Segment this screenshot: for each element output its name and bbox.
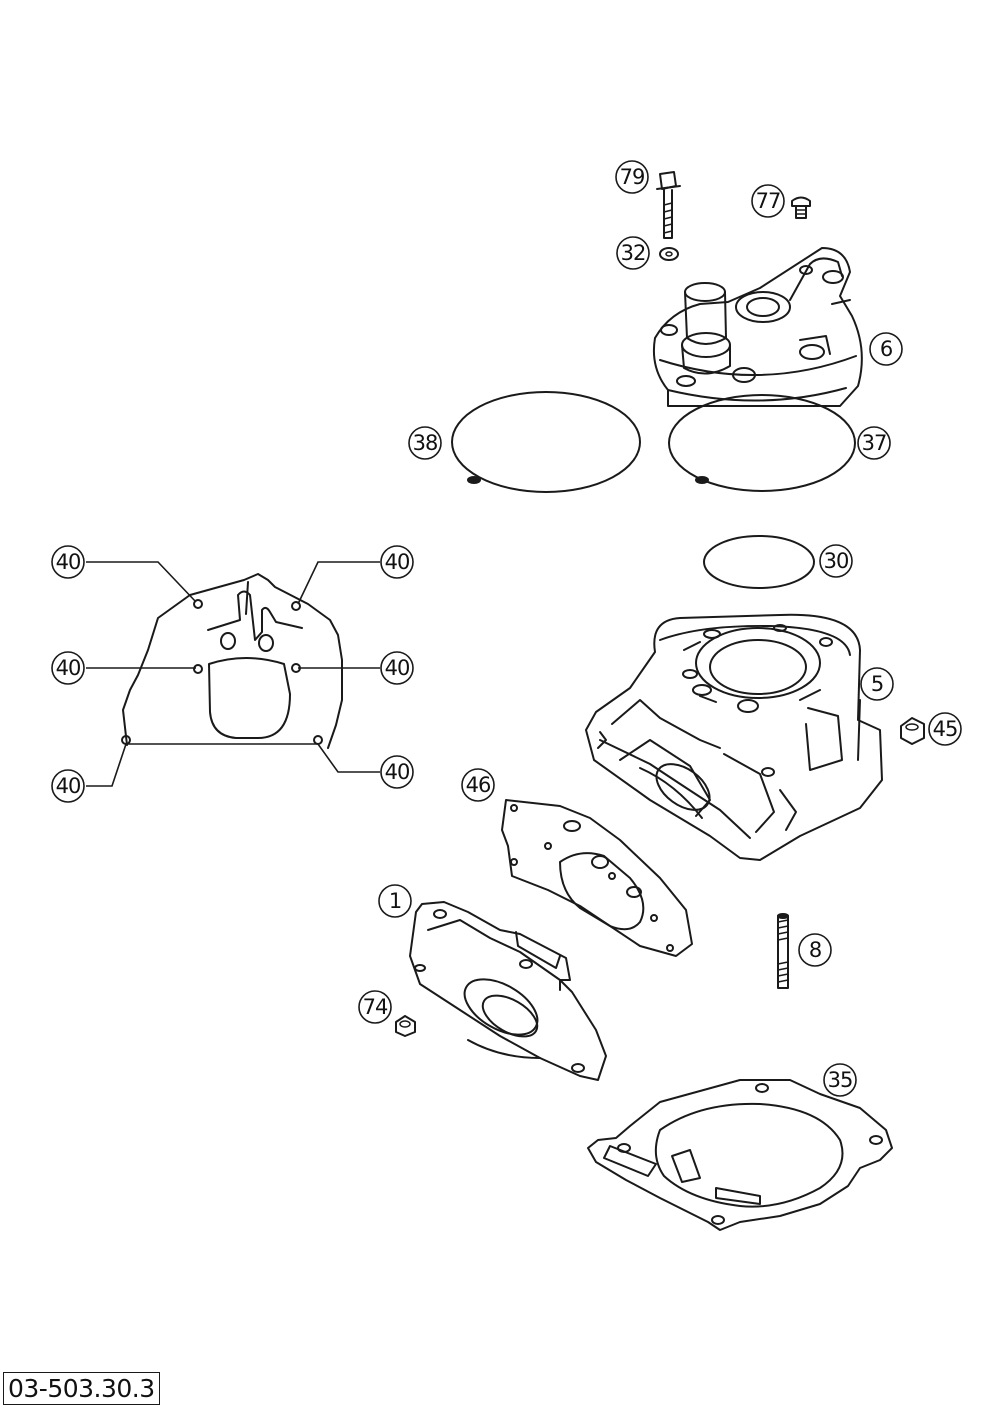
svg-text:40: 40 [385, 656, 410, 680]
svg-text:40: 40 [56, 656, 81, 680]
svg-text:8: 8 [809, 938, 821, 962]
diagram-code-label: 03-503.30.3 [3, 1372, 160, 1405]
callout-79: 79 [615, 160, 649, 194]
part-stud-8 [777, 913, 789, 989]
callout-8: 8 [798, 933, 832, 967]
svg-text:79: 79 [620, 165, 645, 189]
part-o-ring-38 [451, 391, 641, 493]
callout-1: 1 [378, 884, 412, 918]
svg-text:45: 45 [933, 717, 958, 741]
part-base-gasket-35 [587, 1079, 893, 1231]
part-gasket-40 [121, 573, 343, 749]
svg-text:38: 38 [413, 431, 438, 455]
svg-text:40: 40 [56, 550, 81, 574]
part-o-ring-30 [703, 535, 815, 589]
callout-32: 32 [616, 236, 650, 270]
callout-45: 45 [928, 712, 962, 746]
callout-40-bottom-left: 40 [51, 769, 85, 803]
callout-30: 30 [819, 544, 853, 578]
svg-text:46: 46 [466, 773, 491, 797]
svg-text:6: 6 [880, 337, 893, 361]
svg-text:32: 32 [621, 241, 646, 265]
part-nut-45 [900, 717, 925, 745]
callout-40-mid-left: 40 [51, 651, 85, 685]
callout-40-mid-right: 40 [380, 651, 414, 685]
callout-77: 77 [751, 184, 785, 218]
svg-text:74: 74 [363, 995, 388, 1019]
part-screw-77 [791, 196, 811, 219]
callout-6: 6 [869, 332, 903, 366]
part-bolt-79 [656, 171, 681, 239]
part-nut-74 [395, 1015, 416, 1037]
part-intake-flange-1 [409, 901, 607, 1081]
callout-38: 38 [408, 426, 442, 460]
part-cylinder-5 [585, 613, 883, 861]
part-gasket-46 [501, 799, 693, 957]
callout-5: 5 [860, 667, 894, 701]
callout-40-top-right: 40 [380, 545, 414, 579]
svg-text:37: 37 [862, 431, 887, 455]
callout-35: 35 [823, 1063, 857, 1097]
part-o-ring-37 [668, 394, 856, 492]
callout-40-bottom-right: 40 [380, 755, 414, 789]
leader-lines [86, 561, 380, 787]
callout-37: 37 [857, 426, 891, 460]
part-cylinder-head-6 [652, 247, 863, 407]
svg-text:77: 77 [756, 189, 781, 213]
callout-40-top-left: 40 [51, 545, 85, 579]
svg-text:5: 5 [871, 672, 883, 696]
svg-text:40: 40 [56, 774, 81, 798]
svg-text:1: 1 [389, 889, 401, 913]
callout-74: 74 [358, 990, 392, 1024]
svg-text:30: 30 [824, 549, 849, 573]
svg-text:40: 40 [385, 550, 410, 574]
part-washer-32 [659, 247, 679, 261]
svg-text:40: 40 [385, 760, 410, 784]
svg-text:35: 35 [828, 1068, 853, 1092]
callout-46: 46 [461, 768, 495, 802]
